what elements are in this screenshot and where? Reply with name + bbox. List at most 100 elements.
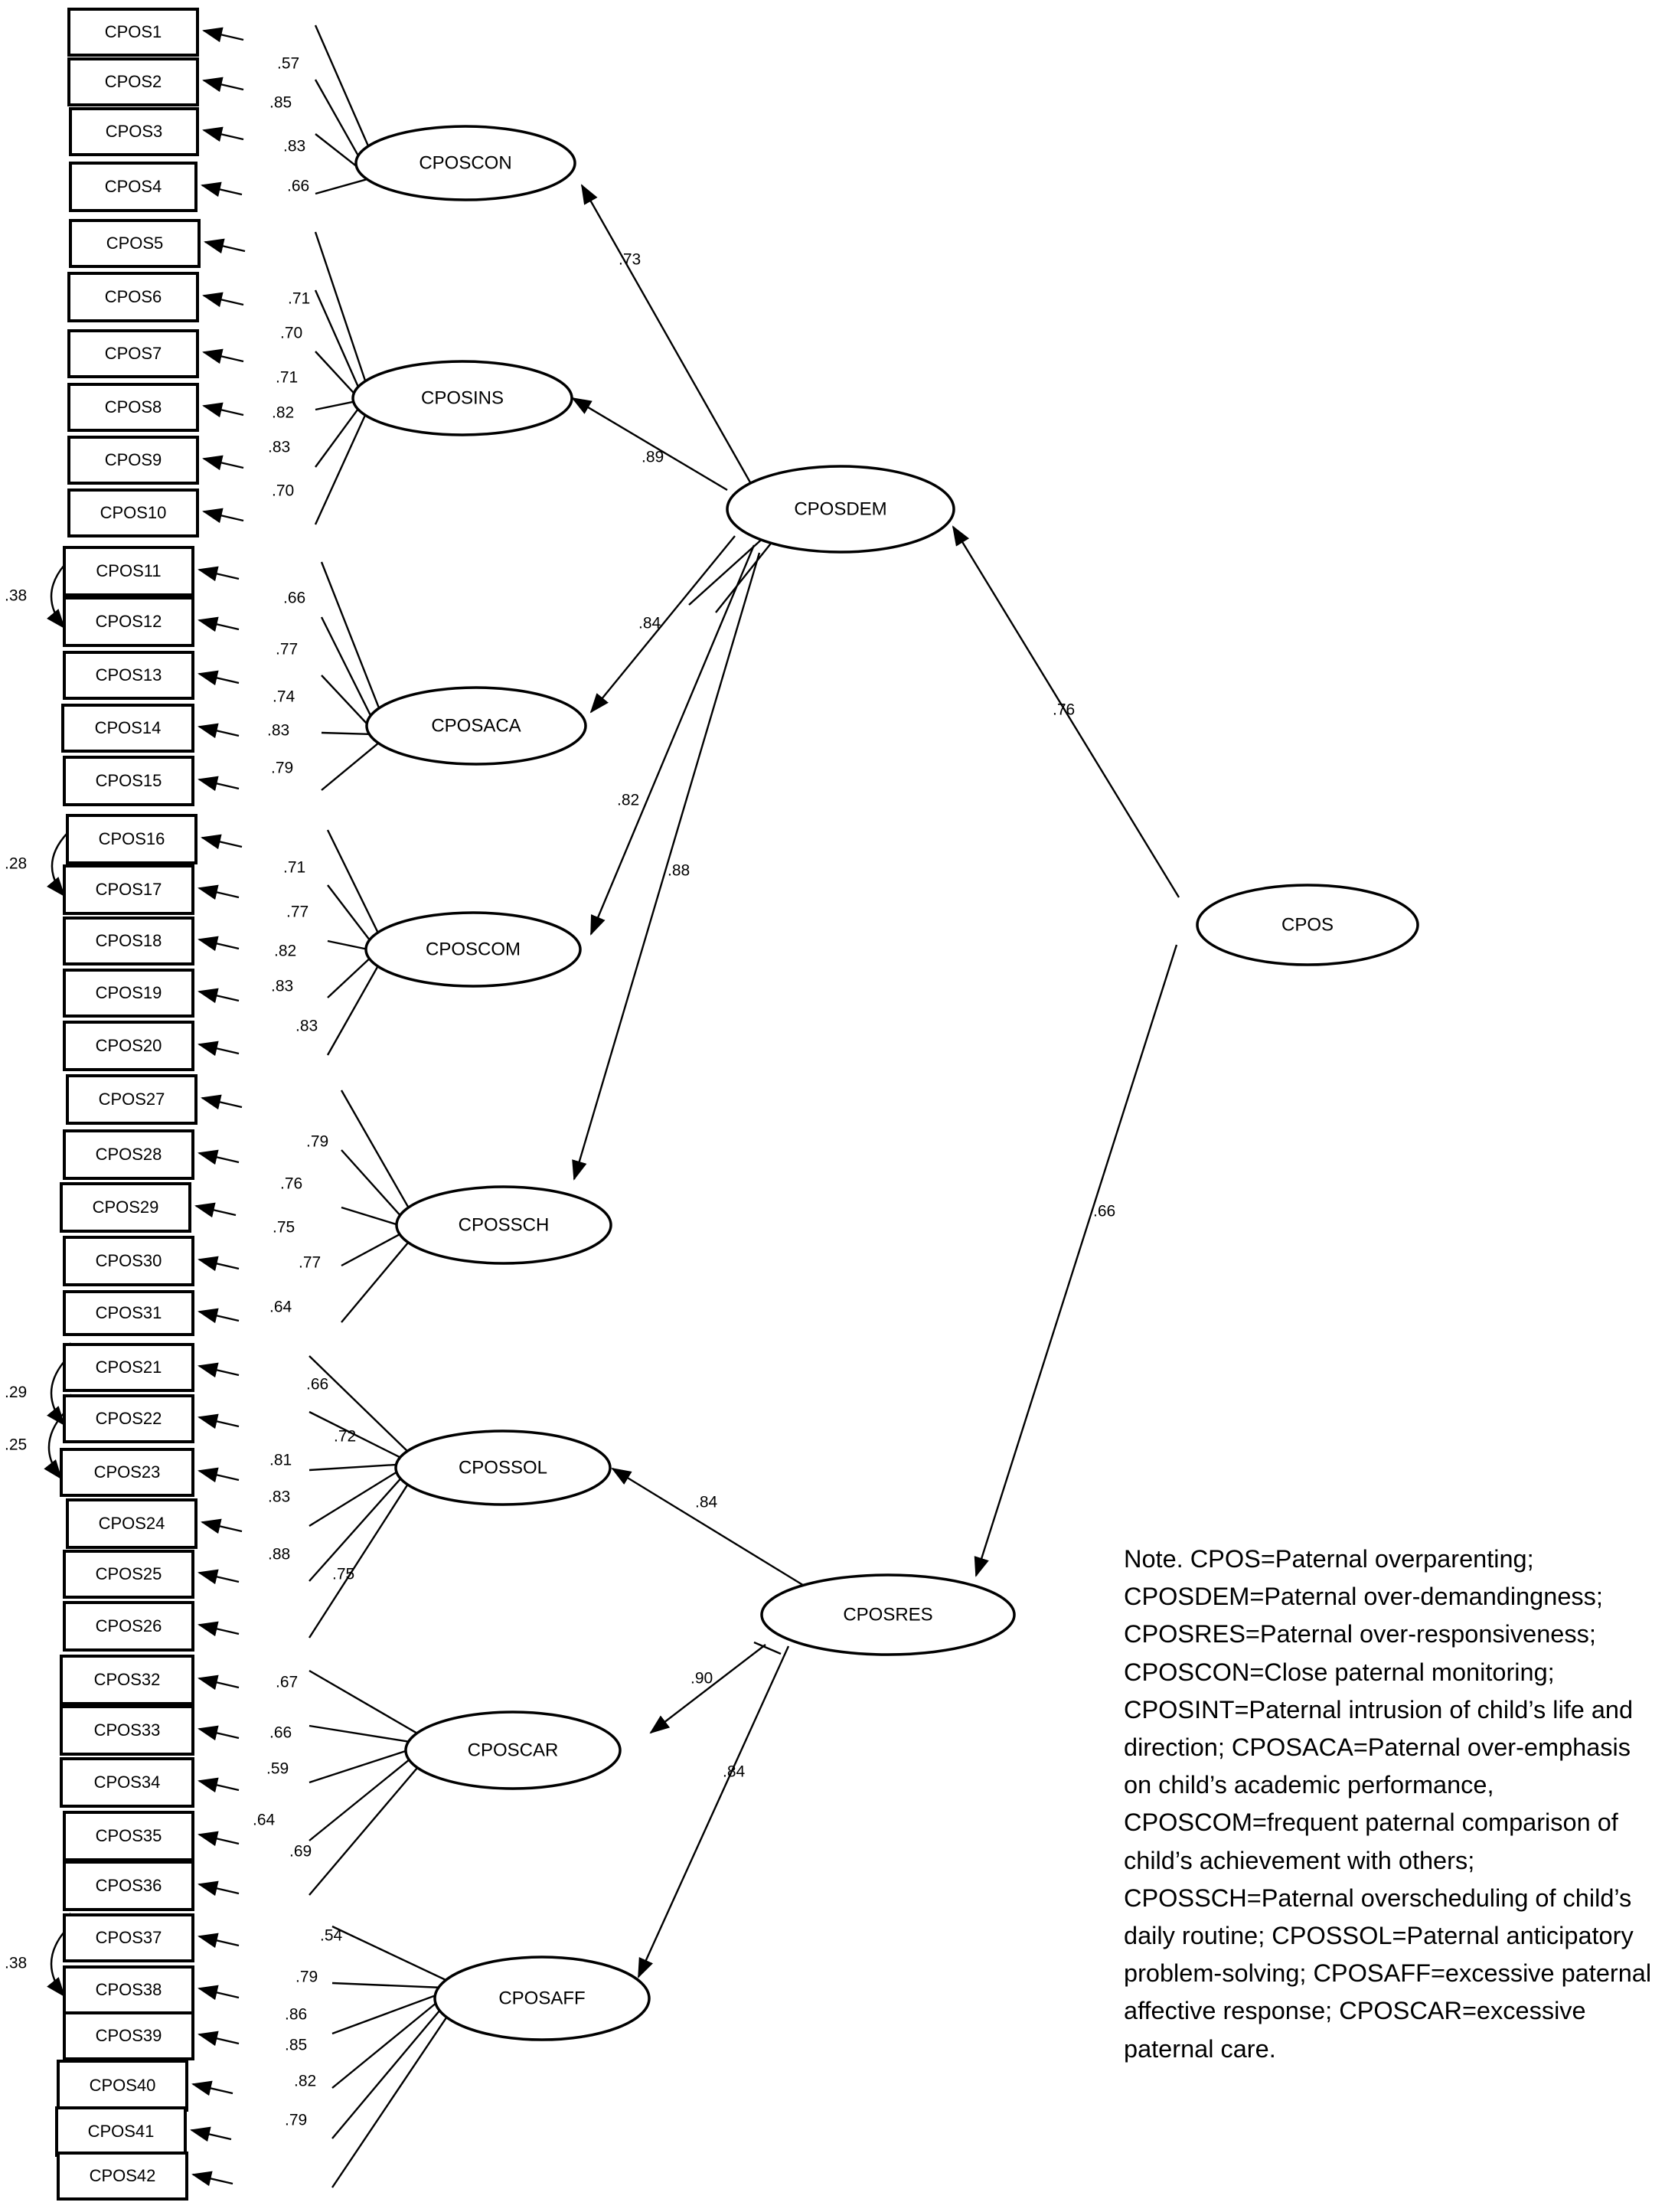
indicator-cpos17: CPOS17 (63, 864, 194, 915)
indicator-label: CPOS16 (99, 829, 165, 848)
latent-cpossch: CPOSSCH (395, 1185, 612, 1265)
indicator-arrow (202, 77, 244, 93)
loading-value: .72 (334, 1428, 356, 1446)
indicator-cpos13: CPOS13 (63, 651, 194, 700)
latent-label: CPOSSCH (459, 1214, 550, 1235)
loading-value: .83 (295, 1018, 318, 1035)
indicator-label: CPOS22 (96, 1409, 162, 1428)
indicator-arrow (198, 616, 240, 632)
indicator-cpos14: CPOS14 (61, 704, 194, 753)
indicator-cpos24: CPOS24 (66, 1498, 198, 1549)
indicator-label: CPOS40 (90, 2076, 156, 2095)
loading-line (314, 413, 367, 525)
loading-line (315, 178, 370, 195)
loading-line (314, 231, 367, 383)
structural-value: .82 (617, 792, 639, 809)
loading-value: .79 (285, 2112, 307, 2129)
loading-value: .67 (276, 1674, 298, 1691)
loading-line (309, 1766, 420, 1896)
structural-value: .84 (638, 615, 661, 632)
indicator-label: CPOS21 (96, 1358, 162, 1377)
loading-line (309, 1355, 410, 1453)
indicator-arrow (198, 1149, 240, 1165)
indicator-label: CPOS39 (96, 2026, 162, 2045)
latent-label: CPOS (1281, 914, 1334, 935)
covariance-value: .25 (5, 1436, 27, 1454)
path-stub (715, 540, 774, 613)
indicator-cpos21: CPOS21 (63, 1343, 194, 1392)
indicator-arrow (198, 936, 240, 952)
loading-value: .82 (274, 943, 296, 960)
indicator-cpos38: CPOS38 (63, 1965, 194, 2014)
loading-value: .66 (287, 178, 309, 195)
indicator-cpos33: CPOS33 (60, 1705, 194, 1756)
loading-line (309, 1476, 403, 1582)
indicator-cpos11: CPOS11 (63, 546, 194, 596)
loading-line (321, 675, 370, 727)
loading-line (309, 1757, 412, 1841)
indicator-cpos25: CPOS25 (63, 1550, 194, 1599)
indicator-arrow (201, 181, 243, 198)
indicator-label: CPOS29 (93, 1197, 159, 1217)
structural-path (637, 1645, 790, 1978)
indicator-arrow (198, 1308, 240, 1324)
indicator-label: CPOS6 (105, 287, 162, 306)
covariance-value: .38 (5, 1955, 27, 1972)
indicator-cpos41: CPOS41 (55, 2106, 187, 2157)
loading-value: .79 (295, 1969, 318, 1986)
indicator-arrow (198, 1362, 240, 1378)
indicator-cpos27: CPOS27 (66, 1074, 198, 1125)
latent-label: CPOSCAR (468, 1740, 559, 1760)
indicator-cpos30: CPOS30 (63, 1236, 194, 1286)
latent-label: CPOSINS (421, 387, 504, 408)
covariance-arrow (46, 814, 86, 897)
loading-line (309, 1410, 403, 1459)
indicator-arrow (204, 238, 246, 254)
loading-line (326, 964, 380, 1056)
indicator-label: CPOS11 (96, 561, 161, 580)
loading-line (309, 1669, 420, 1735)
loading-line (314, 25, 370, 149)
structural-path (571, 397, 728, 492)
indicator-arrow (198, 670, 240, 686)
loading-value: .83 (268, 439, 290, 456)
loading-line (309, 1463, 399, 1472)
indicator-cpos2: CPOS2 (67, 57, 199, 106)
loading-value: .83 (267, 722, 289, 740)
indicator-cpos20: CPOS20 (63, 1021, 194, 1071)
loading-line (331, 2015, 449, 2188)
indicator-arrow (198, 1041, 240, 1057)
indicator-cpos3: CPOS3 (69, 107, 199, 156)
loading-line (315, 400, 356, 411)
loading-line (315, 407, 360, 468)
indicator-cpos42: CPOS42 (57, 2152, 188, 2201)
loading-value: .70 (280, 325, 302, 342)
indicator-cpos26: CPOS26 (63, 1601, 194, 1652)
indicator-label: CPOS10 (100, 503, 167, 522)
indicator-cpos7: CPOS7 (67, 329, 199, 378)
latent-cposcom: CPOSCOM (364, 911, 582, 988)
indicator-label: CPOS32 (94, 1670, 161, 1689)
indicator-arrow (202, 402, 244, 418)
loading-value: .76 (280, 1175, 302, 1193)
loading-line (327, 956, 372, 998)
structural-value: .66 (1093, 1203, 1115, 1220)
indicator-cpos28: CPOS28 (63, 1129, 194, 1180)
indicator-label: CPOS9 (105, 450, 162, 469)
indicator-arrow (198, 1880, 240, 1897)
latent-cposins: CPOSINS (351, 360, 573, 436)
indicator-cpos12: CPOS12 (63, 596, 194, 647)
structural-path (952, 525, 1180, 898)
covariance-value: .29 (5, 1384, 27, 1401)
latent-cpossol: CPOSSOL (394, 1429, 612, 1506)
indicator-label: CPOS37 (96, 1928, 162, 1947)
indicator-cpos31: CPOS31 (63, 1290, 194, 1336)
covariance-arrow (44, 1394, 83, 1480)
latent-cposdem: CPOSDEM (726, 465, 955, 554)
indicator-label: CPOS18 (96, 931, 162, 950)
loading-value: .77 (276, 641, 298, 658)
structural-path (649, 1644, 766, 1734)
structural-value: .84 (695, 1494, 718, 1511)
structural-path (974, 944, 1178, 1577)
loading-line (331, 2008, 442, 2139)
